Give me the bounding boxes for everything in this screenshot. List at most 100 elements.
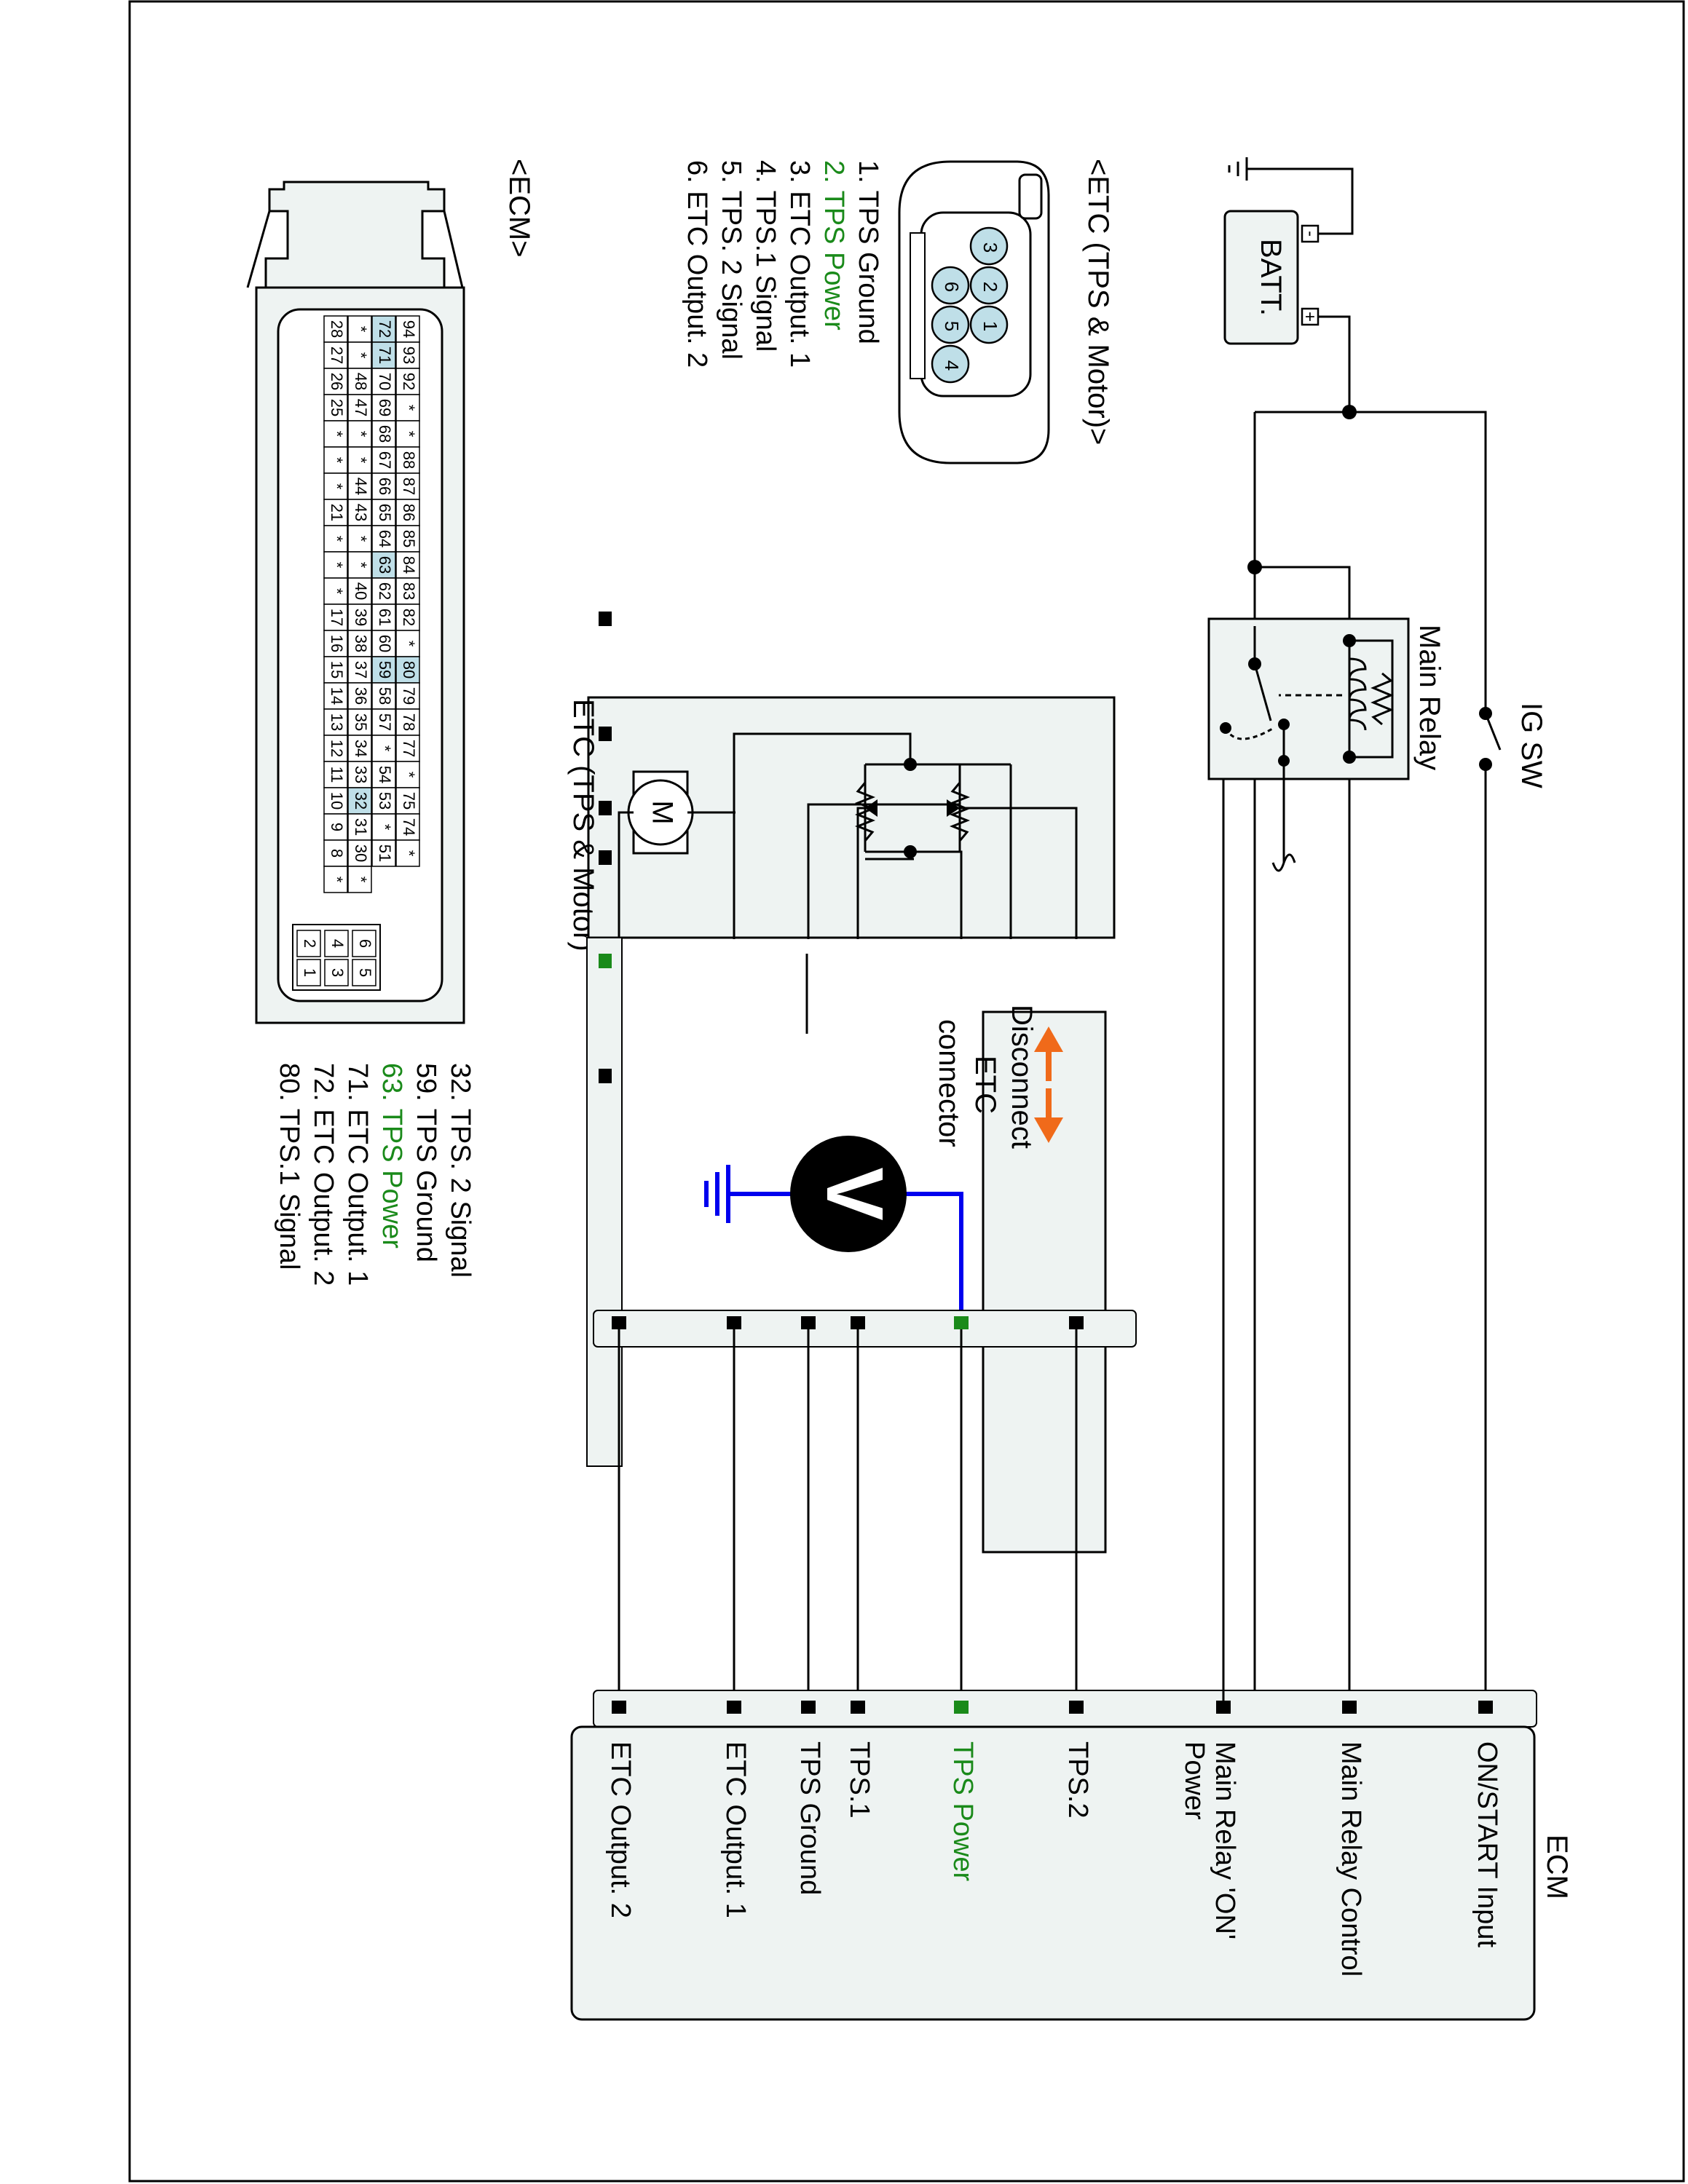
harness-pin — [954, 1316, 969, 1329]
ecm-pin-cell — [395, 761, 420, 788]
ecm-pin-cell — [347, 577, 372, 605]
ecm-connector-title: <ECM> — [503, 159, 535, 258]
page-frame — [128, 0, 1685, 2183]
ecm-pin-number: 65 — [376, 504, 394, 521]
ecm-pin-cell — [371, 315, 396, 343]
ecm-pin-number: 37 — [352, 661, 370, 678]
ecm-pin-number: 54 — [376, 766, 394, 783]
ecm-pin-number: 86 — [400, 504, 418, 521]
ecm-pin-number: 82 — [400, 609, 418, 626]
junction-dot — [1342, 405, 1357, 419]
ecm-pin-number: * — [352, 457, 370, 464]
battery-minus-sign: - — [1301, 231, 1320, 237]
ecm-pin-cell — [323, 368, 348, 395]
ecm-pin-cell — [347, 368, 372, 395]
etc-connector-pin-number: 2 — [979, 282, 1001, 292]
ecm-pin-number: 79 — [400, 687, 418, 705]
ecm-pin-number: 58 — [376, 687, 394, 705]
ecm-title: ECM — [1541, 1835, 1573, 1899]
ecm-connector-pin-grid: 949392**88878685848382*80797877*7574*727… — [323, 315, 420, 893]
ecm-pin-cell — [323, 813, 348, 841]
ecm-pin-cell — [347, 682, 372, 710]
ecm-pin-cell — [371, 499, 396, 526]
ecm-small-pin-cell — [324, 930, 349, 957]
ig-switch-contact — [1479, 707, 1492, 720]
etc-component: M — [587, 696, 1116, 1554]
ecm-pin-number: 62 — [376, 582, 394, 600]
etc-component-pin — [599, 954, 612, 968]
ecm-pin-cell — [347, 866, 372, 893]
etc-connector-pin — [969, 305, 1009, 344]
ecm-pin-number: 17 — [328, 609, 346, 626]
ecm-pin-number: 63 — [376, 556, 394, 574]
ecm-pin-cell — [347, 499, 372, 526]
ecm-pin-cell — [371, 446, 396, 474]
ecm-pin-cell — [347, 420, 372, 448]
ecm-pin-number: 44 — [352, 478, 370, 495]
ig-sw-label: IG SW — [1515, 703, 1547, 788]
ecm-bar-pin — [727, 1701, 741, 1714]
disconnect-note-line-1: Disconnect — [1006, 1005, 1038, 1149]
ecm-pin-cell — [347, 551, 372, 579]
etc-component-pin — [599, 612, 612, 626]
etc-connector-pin — [931, 266, 970, 305]
ecm-pin-cell — [323, 866, 348, 893]
ecm-pin-number: * — [400, 431, 418, 438]
harness-wires — [618, 1329, 1078, 1704]
ecm-pin-cell — [371, 839, 396, 867]
ecm-pin-cell — [347, 394, 372, 422]
ecm-pin-number: 30 — [352, 844, 370, 862]
ecm-pin-cell — [395, 525, 420, 553]
ecm-pin-cell — [347, 839, 372, 867]
ecm-pin-cell — [371, 420, 396, 448]
ecm-pin-number: * — [328, 536, 346, 542]
ecm-pin-cell — [371, 735, 396, 762]
etc-connector-pin-number: 1 — [979, 321, 1001, 331]
ecm-pin-cell — [371, 577, 396, 605]
ecm-small-pin-cell — [352, 959, 376, 986]
ecm-pin-number: * — [328, 431, 346, 438]
harness-pin — [727, 1316, 741, 1329]
ecm-terminal-label: TPS.1 — [844, 1741, 875, 1819]
ecm-pin-number: 66 — [376, 478, 394, 495]
etc-legend-item: 5. TPS. 2 Signal — [716, 160, 746, 360]
ecm-pin-number: 68 — [376, 425, 394, 443]
ecm-pin-number: * — [328, 483, 346, 490]
ecm-pin-number: 53 — [376, 792, 394, 810]
ecm-pin-cell — [395, 446, 420, 474]
ecm-terminal-label: ON/START Input — [1472, 1741, 1502, 1947]
ecm-pin-number: 70 — [376, 373, 394, 390]
ecm-terminal-label: Main Relay Control — [1336, 1741, 1366, 1977]
ecm-pin-number: 33 — [352, 766, 370, 783]
etc-legend-item: 1. TPS Ground — [853, 160, 883, 344]
ecm-terminal-label: Power — [1179, 1741, 1210, 1820]
ecm-terminal-label: ETC Output. 2 — [605, 1741, 636, 1918]
etc-component-pin — [599, 850, 612, 865]
disconnect-note-line-3: connector — [933, 1019, 965, 1147]
ecm-pin-number: 21 — [328, 504, 346, 521]
ecm-pin-number: 43 — [352, 504, 370, 521]
ecm-pin-cell — [323, 577, 348, 605]
ecm-pin-number: 71 — [376, 347, 394, 364]
etc-connector-pin — [931, 344, 970, 384]
ecm-pin-number: * — [376, 824, 394, 831]
voltmeter-label: V — [810, 1167, 899, 1220]
ecm-pin-cell — [371, 525, 396, 553]
ecm-terminal-label: TPS Power — [947, 1741, 978, 1882]
ecm-pin-cell — [395, 682, 420, 710]
ecm-legend-item: 32. TPS. 2 Signal — [445, 1063, 476, 1278]
etc-connector-pin-number: 5 — [941, 321, 963, 331]
harness-pin — [1069, 1316, 1084, 1329]
ecm-pin-number: 84 — [400, 556, 418, 574]
ecm-pin-cell — [323, 839, 348, 867]
ecm-pin-cell — [323, 420, 348, 448]
ecm-pin-cell — [395, 839, 420, 867]
ecm-pin-cell — [323, 446, 348, 474]
ecm-pin-cell — [395, 656, 420, 684]
etc-legend-item: 2. TPS Power — [819, 160, 849, 331]
ecm-pin-number: * — [352, 877, 370, 883]
ig-switch-contact — [1479, 758, 1492, 771]
ecm-pin-number: 51 — [376, 844, 394, 862]
voltmeter — [704, 1136, 963, 1310]
